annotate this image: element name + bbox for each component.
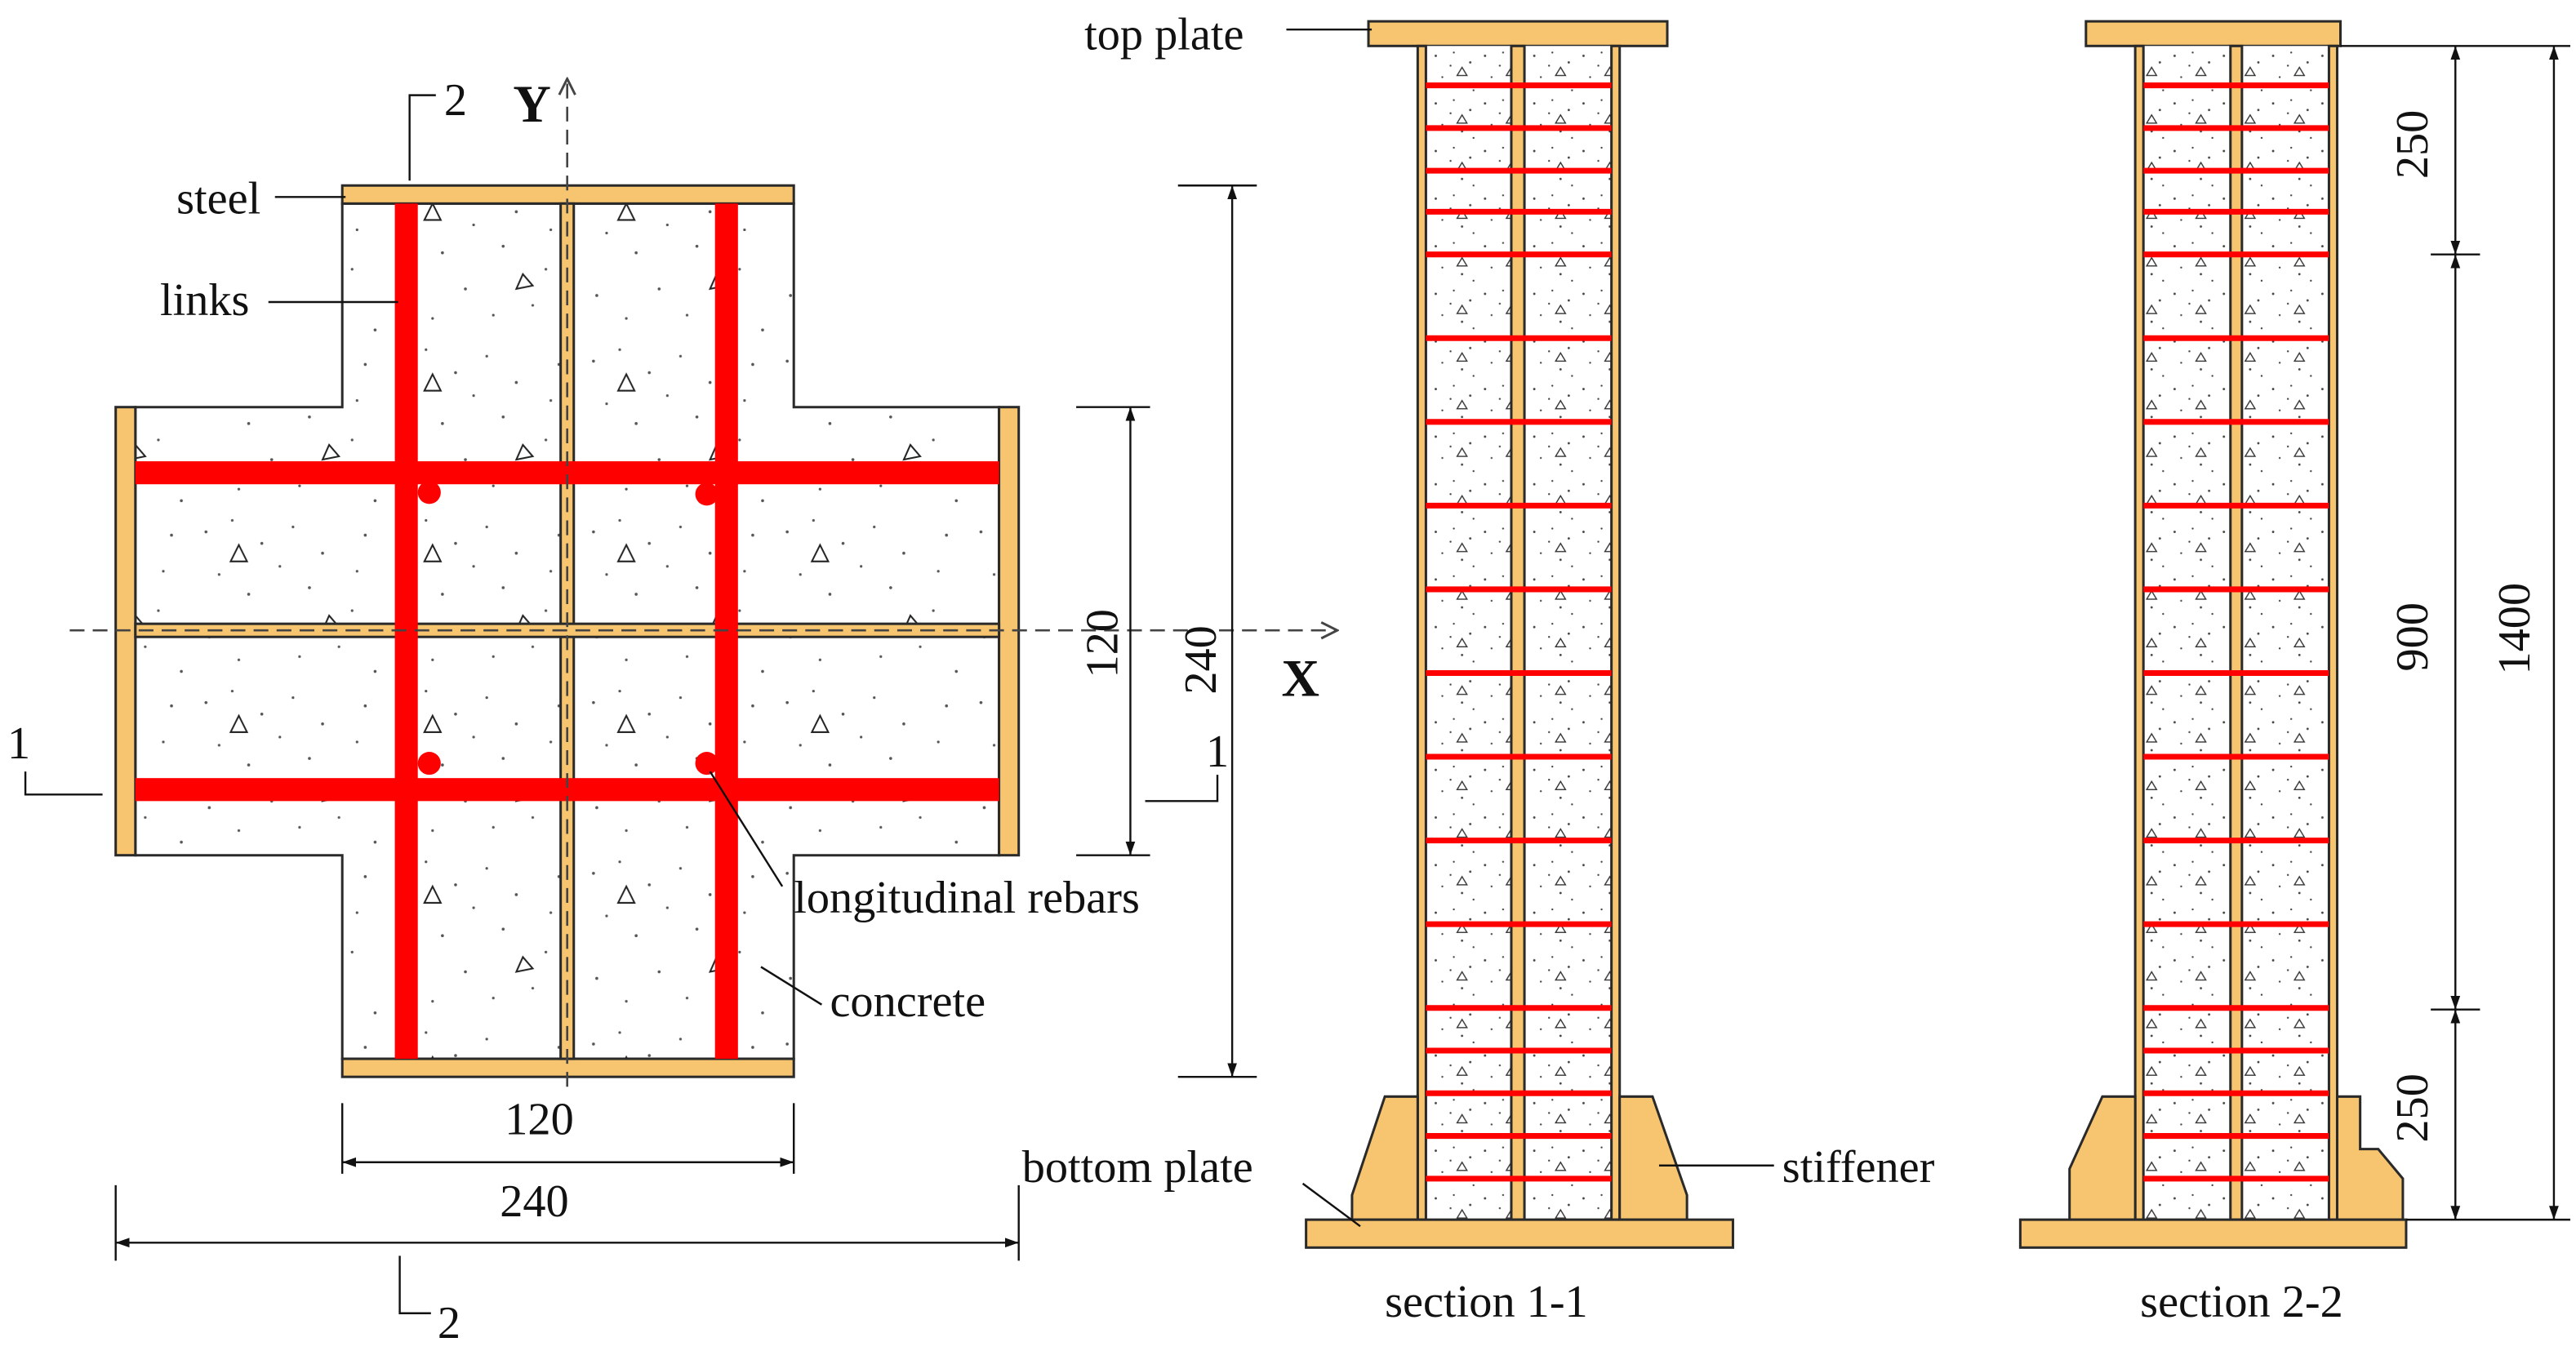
- section-1-1: top plate bottom plate stiffener section…: [1022, 9, 1935, 1327]
- cross-section: Y X 2 2 1 1 steel links longitudinal reb…: [7, 75, 1337, 1349]
- links-label: links: [160, 275, 249, 326]
- steel-wall-middle: [2229, 44, 2244, 1221]
- section-mark-1-right: 1: [1206, 727, 1229, 777]
- stiffener-right: [1618, 1095, 1688, 1221]
- section-mark-2-top: 2: [444, 75, 467, 126]
- steel-wall-right: [2327, 44, 2338, 1221]
- longitudinal-rebars-label: longitudinal rebars: [794, 873, 1140, 923]
- longitudinal-rebars-leader: [709, 771, 784, 887]
- section-mark-1-left-line: [24, 771, 103, 796]
- stiffener-left: [2068, 1095, 2137, 1221]
- section-1-1-title: section 1-1: [1385, 1277, 1588, 1327]
- section-mark-1-left: 1: [7, 718, 30, 769]
- stiffener-label: stiffener: [1782, 1142, 1935, 1193]
- stiffener-left: [1350, 1095, 1419, 1221]
- dim-1400-text: 1400: [2489, 583, 2540, 675]
- dim-120-horizontal-text: 120: [505, 1095, 573, 1145]
- longitudinal-rebar: [417, 752, 441, 775]
- dim-250-bottom-text: 250: [2387, 1073, 2438, 1142]
- top-plate-label: top plate: [1084, 9, 1244, 60]
- steel-wall-right: [1610, 44, 1622, 1221]
- section-mark-2-bottom: 2: [438, 1298, 460, 1349]
- links-group: [2143, 82, 2329, 1182]
- dim-240-vertical-text: 240: [1176, 625, 1226, 694]
- section-mark-1-right-line: [1145, 775, 1219, 802]
- concrete-label: concrete: [830, 976, 985, 1027]
- dim-900-text: 900: [2387, 602, 2438, 671]
- steel-wall-left: [2133, 44, 2145, 1221]
- longitudinal-rebar: [417, 481, 441, 504]
- section-mark-2-top-line: [408, 94, 436, 181]
- top-plate: [1367, 20, 1669, 47]
- steel-wall-middle: [1510, 44, 1526, 1221]
- dim-250-top-text: 250: [2387, 110, 2438, 179]
- concrete-leader: [760, 966, 823, 1006]
- links-group: [1426, 82, 1612, 1182]
- section-2-2: 250 900 250 1400 section 2-2: [2018, 20, 2571, 1327]
- y-axis-label: Y: [513, 75, 550, 133]
- section-2-2-title: section 2-2: [2140, 1277, 2343, 1327]
- longitudinal-rebar: [695, 752, 719, 775]
- bottom-plate: [1305, 1218, 1734, 1249]
- steel-wall-left: [1416, 44, 1427, 1221]
- bottom-plate: [2018, 1218, 2408, 1249]
- bottom-plate-leader: [1301, 1182, 1361, 1228]
- steel-label: steel: [176, 173, 260, 224]
- dim-240-horizontal-text: 240: [500, 1176, 568, 1227]
- section-mark-2-bottom-line: [398, 1255, 431, 1314]
- longitudinal-rebar: [695, 482, 719, 506]
- bottom-plate-label: bottom plate: [1022, 1142, 1253, 1193]
- top-plate: [2084, 20, 2342, 47]
- x-axis-label: X: [1281, 650, 1319, 708]
- dim-120-vertical-text: 120: [1077, 609, 1128, 678]
